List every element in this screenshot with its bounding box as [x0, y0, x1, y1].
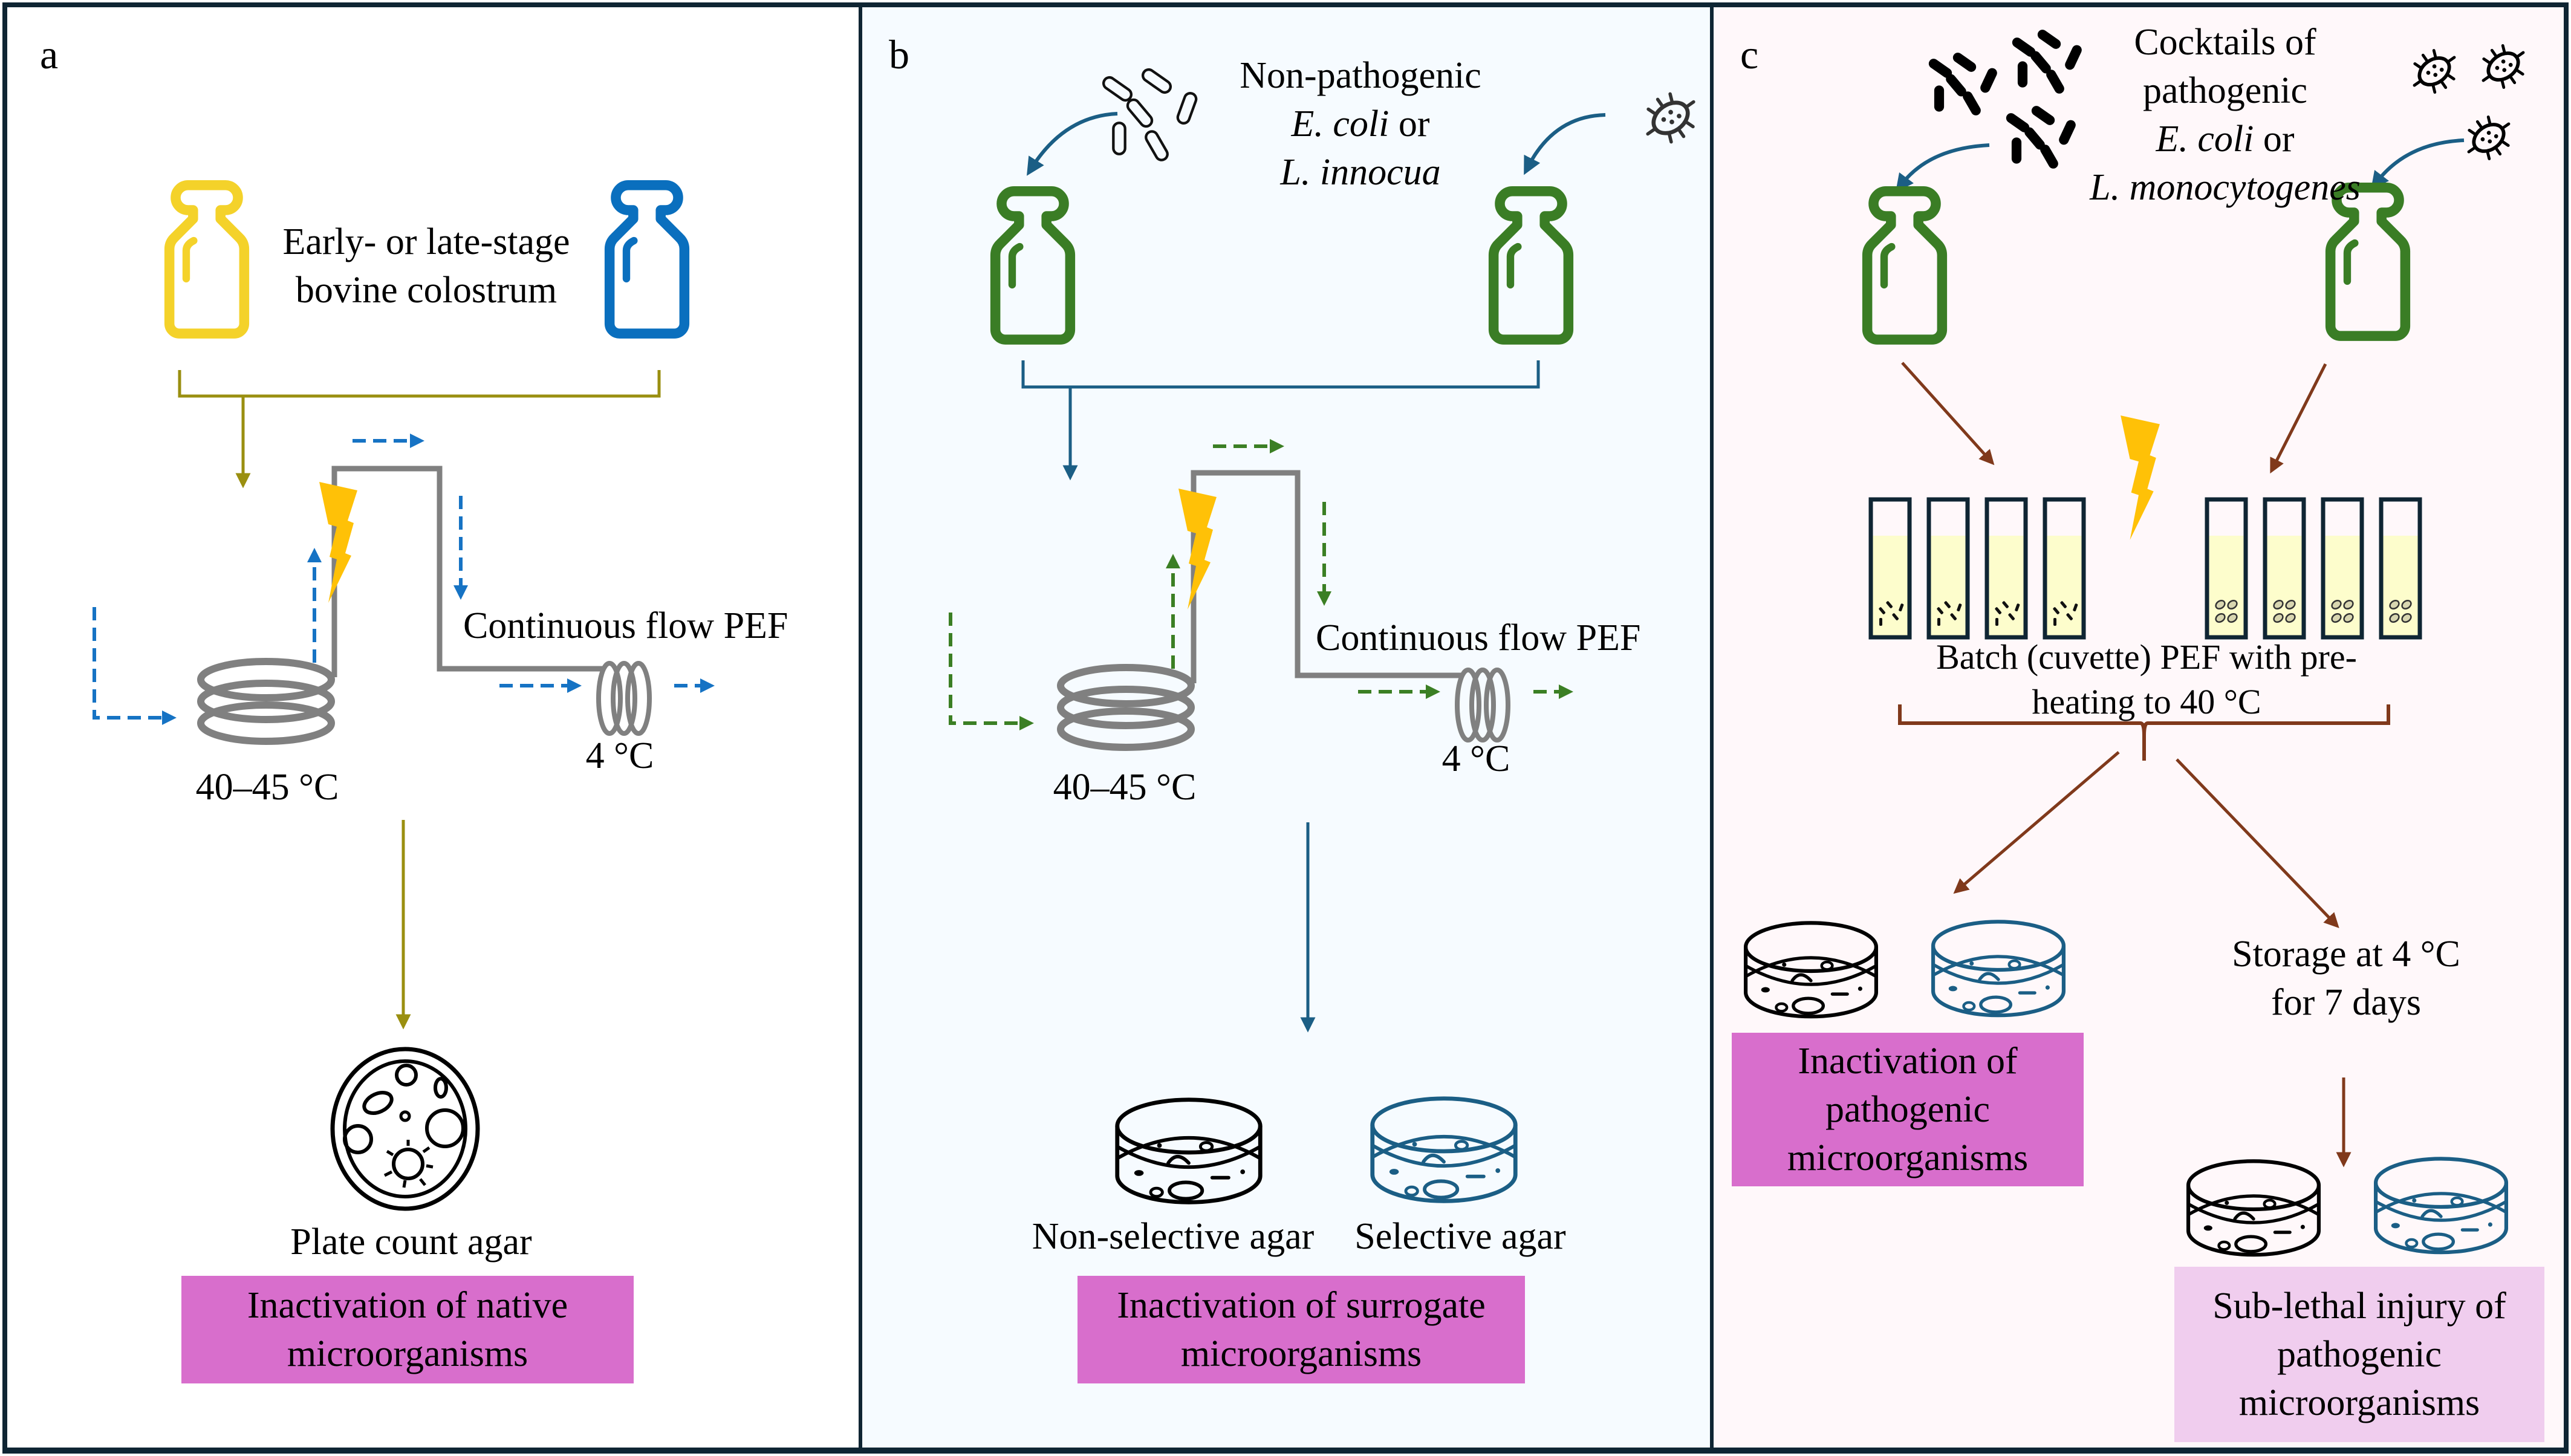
process-label-a: Continuous flow PEF [463, 605, 788, 646]
inoculum-label-b: Non-pathogenic E. coli or L. innocua [1240, 55, 1481, 193]
inoculum-label-c: Cocktails of pathogenic E. coli or L. mo… [2090, 22, 2361, 208]
panel-letter-a: a [40, 31, 59, 77]
cooling-temp-b: 4 °C [1442, 738, 1510, 779]
frame-right [2564, 2, 2569, 1454]
plate-label-nonselective-b: Non-selective agar [1032, 1216, 1315, 1257]
sample-label: Early- or late-stage bovine colostrum [282, 221, 570, 311]
outcome-box-pathogenic-inactivation: Inactivation of pathogenic microorganism… [1732, 1033, 2084, 1186]
species-ecoli: E. coli [2156, 119, 2254, 160]
process-label-c: Batch (cuvette) PEF with pre- heating to… [1936, 637, 2357, 721]
storage-label: Storage at 4 °C for 7 days [2232, 934, 2460, 1023]
frame-left [2, 2, 7, 1454]
panel-letter-b: b [889, 31, 909, 77]
species-l-innocua: L. innocua [1280, 152, 1441, 193]
plate-label-a: Plate count agar [290, 1221, 532, 1263]
plate-label-selective-b: Selective agar [1354, 1216, 1566, 1257]
frame-top [2, 2, 2569, 7]
outcome-box-sublethal-injury: Sub-lethal injury of pathogenic microorg… [2174, 1267, 2544, 1442]
panel-letter-c: c [1740, 31, 1759, 77]
panel-c [1714, 6, 2565, 1449]
heating-temp-b: 40–45 °C [1053, 767, 1197, 808]
species-l-monocytogenes: L. monocytogenes [2090, 167, 2361, 208]
divider-b-c [1710, 2, 1714, 1454]
outcome-box-native: Inactivation of native microorganisms [181, 1276, 634, 1383]
outcome-box-surrogate: Inactivation of surrogate microorganisms [1077, 1276, 1525, 1383]
cooling-temp-a: 4 °C [585, 735, 654, 776]
process-label-b: Continuous flow PEF [1316, 617, 1641, 658]
frame-bottom [2, 1448, 2569, 1454]
divider-a-b [859, 2, 862, 1454]
species-ecoli: E. coli [1291, 103, 1390, 145]
heating-temp-a: 40–45 °C [195, 767, 339, 808]
